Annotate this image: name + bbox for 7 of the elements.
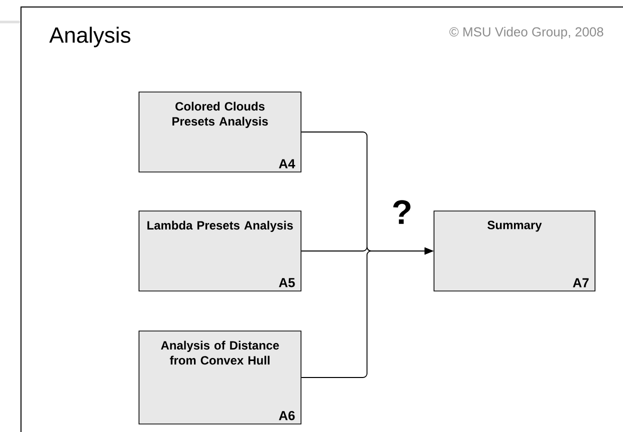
question-mark: ?: [393, 200, 410, 224]
process-box: Summary A7: [434, 210, 596, 292]
process-box: Lambda Presets Analysis A5: [138, 210, 302, 292]
title: Analysis: [49, 26, 130, 48]
process-box: Colored Clouds Presets Analysis A4: [138, 92, 302, 172]
process-box: Analysis of Distance from Convex Hull A6: [138, 330, 302, 424]
copyright-note: © MSU Video Group, 2008: [449, 26, 604, 40]
